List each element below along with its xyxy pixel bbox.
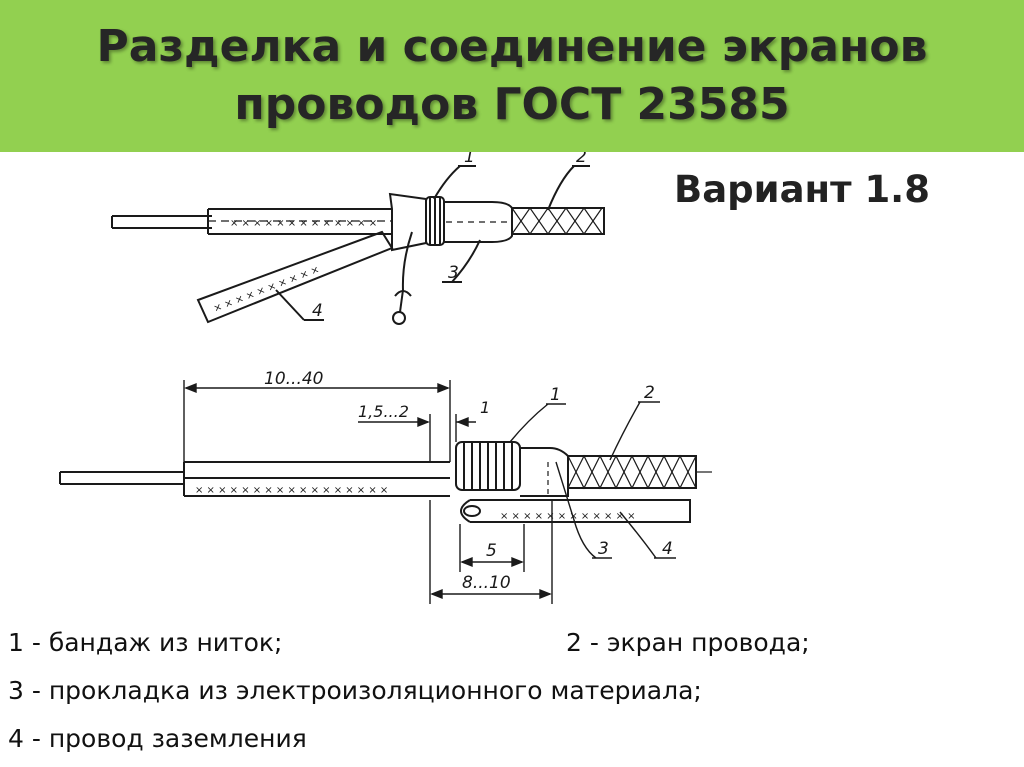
top-sleeve	[444, 201, 513, 243]
dim-eight-ten: 8...10	[462, 573, 511, 593]
top-insulation: × × × × × × × × × × × × ×	[207, 208, 392, 235]
bottom-callout-4: 4	[662, 539, 673, 559]
dim-total-strip: 10...40	[264, 369, 323, 389]
legend-item-1: 1 - бандаж из ниток;	[8, 628, 283, 657]
bottom-sleeve	[520, 447, 569, 497]
top-callout-3: 3	[448, 263, 459, 283]
bottom-callout-3: 3	[598, 539, 609, 559]
legend-item-2: 2 - экран провода;	[566, 628, 810, 657]
top-callout-1: 1	[464, 152, 475, 167]
dim-small: 1	[480, 398, 490, 417]
svg-text:× × × × × × × × × × × × × × ×: × × × × × × × × × × × × × × × × ×	[195, 485, 388, 496]
legend-item-4: 4 - провод заземления	[8, 724, 307, 753]
legend-item-3: 3 - прокладка из электроизоляционного ма…	[8, 676, 702, 705]
top-ground-lug	[392, 231, 413, 325]
svg-text:× × × × × × × × × × × × ×: × × × × × × × × × × × × ×	[230, 218, 377, 229]
title-line-2: проводов ГОСТ 23585	[234, 79, 790, 130]
bottom-core-wire	[59, 471, 184, 485]
title-line-1: Разделка и соединение экранов	[96, 21, 928, 72]
bottom-shield-braid	[567, 454, 712, 490]
svg-text:× × × × × × × × × × × ×: × × × × × × × × × × × ×	[500, 511, 636, 522]
title-banner: Разделка и соединение экранов проводов Г…	[0, 0, 1024, 152]
dim-five: 5	[486, 541, 497, 561]
variant-label: Вариант 1.8	[674, 168, 930, 211]
top-callout-4: 4	[312, 301, 323, 321]
top-view: × × × × × × × × × × × × × × × × × × × × …	[111, 152, 605, 325]
bottom-callout-1: 1	[550, 385, 561, 405]
bottom-ground-wire: × × × × × × × × × × × ×	[460, 499, 691, 523]
top-ground-wire: × × × × × × × × × ×	[196, 230, 394, 324]
top-shield-braid	[511, 206, 605, 236]
technical-drawing: × × × × × × × × × × × × × × × × × × × × …	[59, 152, 712, 604]
bottom-insulation: × × × × × × × × × × × × × × × × ×	[183, 461, 450, 497]
bottom-view: × × × × × × × × × × × × × × × × ×	[59, 369, 712, 604]
top-callouts	[275, 165, 590, 321]
bottom-bandage	[455, 441, 521, 491]
dim-gap: 1,5...2	[358, 402, 409, 421]
top-core-wire	[111, 215, 212, 229]
dimension-lines	[183, 380, 553, 604]
bottom-callout-2: 2	[644, 383, 655, 403]
top-callout-2: 2	[576, 152, 587, 167]
top-shield-cone	[388, 192, 427, 252]
bottom-callouts	[509, 401, 676, 559]
top-bandage	[425, 196, 445, 246]
